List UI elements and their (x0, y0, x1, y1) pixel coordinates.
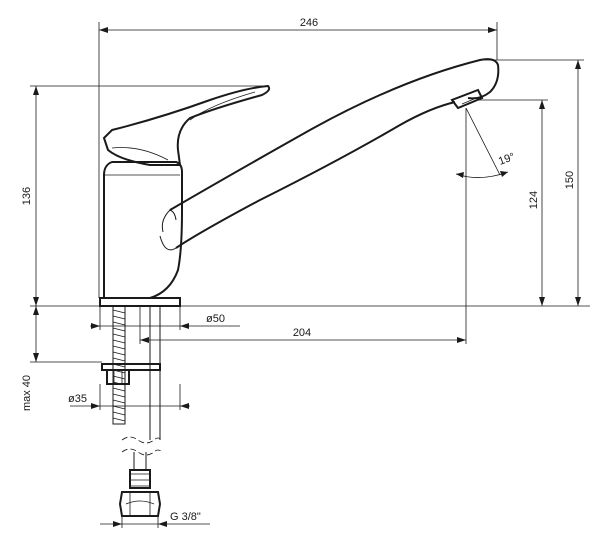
faucet-body (99, 58, 500, 307)
angle-ray (465, 107, 501, 176)
base-plate (99, 297, 181, 307)
spout-bottom (175, 101, 456, 249)
dim-handle-height: 136 (21, 187, 33, 205)
dim-max-deck: max 40 (21, 375, 33, 411)
dim-overall-length: 246 (300, 17, 318, 29)
mounting-nut (106, 369, 130, 385)
mounting-parts (101, 305, 163, 517)
extension-lines (30, 22, 590, 528)
dim-spout-reach: 204 (293, 327, 311, 339)
body-cylinder (103, 161, 183, 298)
dim-connection: G 3/8" (170, 511, 201, 523)
mounting-plate (101, 363, 161, 371)
dim-total-height: 150 (564, 171, 576, 189)
hose-fitting (129, 469, 151, 489)
dim-spout-angle: 19° (497, 151, 517, 168)
dimension-lines (33, 27, 581, 527)
body-lower (149, 209, 183, 299)
spout-top (169, 58, 500, 211)
dim-spout-height: 124 (528, 191, 540, 209)
aerator (450, 88, 484, 110)
spout-joint (161, 209, 177, 233)
lever-handle (102, 84, 271, 166)
dimension-labels: 246 136 150 124 204 ø50 ø35 max 40 G 3/8… (21, 17, 576, 523)
dim-mount-hole: ø35 (68, 393, 87, 405)
dim-base-diameter: ø50 (206, 313, 225, 325)
